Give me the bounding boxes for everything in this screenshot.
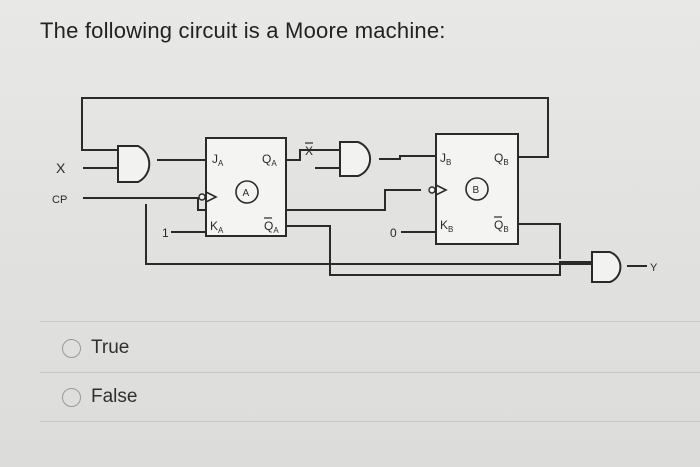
and-gate-2: [339, 141, 372, 177]
ja-label: JA: [212, 152, 224, 168]
qbbar-wire: [517, 223, 561, 259]
flipflop-b-clock-bubble: [428, 186, 436, 194]
option-true[interactable]: True: [62, 337, 129, 359]
option-false[interactable]: False: [62, 386, 137, 408]
flipflop-a-name: A: [243, 188, 250, 199]
input-cp-label: CP: [52, 194, 67, 206]
output-y-label: Y: [650, 262, 658, 274]
cp-wire-b: [197, 189, 421, 211]
ka-label: KA: [210, 219, 224, 235]
qabar-wire: [285, 225, 593, 276]
radio-button[interactable]: [62, 338, 81, 358]
qa-bar-label: QA: [264, 219, 279, 235]
divider: [40, 421, 700, 422]
feedback-wire: [81, 97, 549, 158]
flipflop-a-box: [205, 137, 287, 237]
question-text: The following circuit is a Moore machine…: [40, 18, 446, 43]
qa-label: QA: [262, 152, 277, 168]
output-and-gate: [591, 251, 622, 283]
const-one-label: 1: [162, 226, 169, 240]
flipflop-a-clock: [205, 190, 218, 204]
flipflop-a-clock-bubble: [198, 193, 206, 201]
flipflop-b-clock: [435, 183, 448, 197]
xbar-label: X: [305, 144, 313, 158]
qb-bar-label: QB: [494, 218, 509, 234]
and2-to-jb-wire: [379, 155, 437, 160]
divider: [40, 321, 700, 322]
and-gate-1: [117, 145, 151, 183]
flipflop-b-name-circle: [465, 177, 489, 201]
flipflop-a-name-circle: [235, 180, 259, 204]
input-x-label: X: [56, 160, 66, 176]
qb-label: QB: [494, 151, 509, 167]
divider: [40, 372, 700, 373]
option-label: True: [91, 337, 130, 358]
jb-label: JB: [440, 151, 451, 167]
const-zero-label: 0: [390, 226, 397, 240]
radio-button[interactable]: [62, 387, 81, 407]
bottom-wire: [145, 204, 593, 265]
circuit-diagram: X CP 1 0 JA QA A KA QA X JB QB B KB QB: [52, 97, 658, 283]
option-label: False: [91, 386, 138, 407]
flipflop-b-name: B: [473, 185, 480, 196]
kb-label: KB: [440, 218, 453, 234]
qa-to-and2-wire: [285, 149, 341, 161]
